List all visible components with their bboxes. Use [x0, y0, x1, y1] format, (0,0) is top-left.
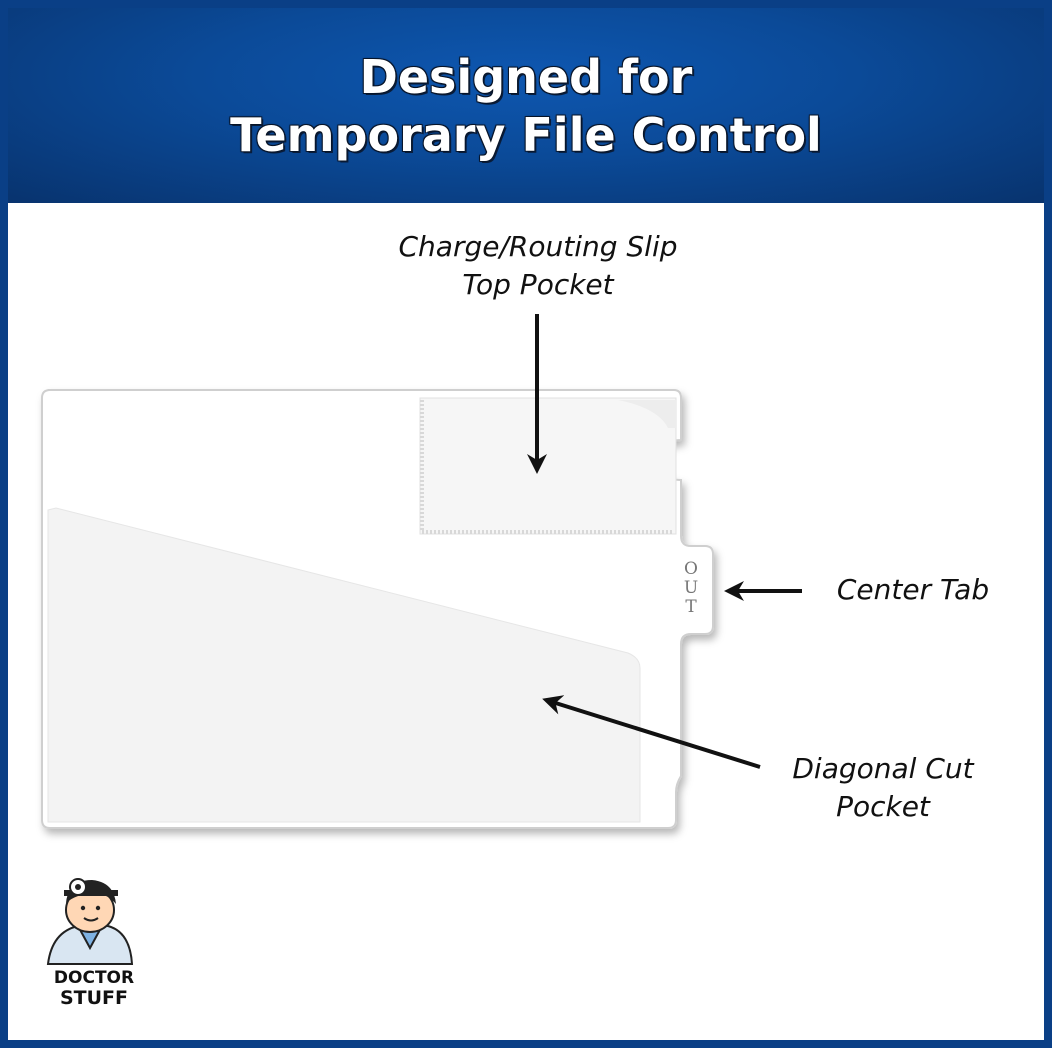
tab-letter-t: T: [685, 597, 697, 617]
diagonal-pocket: [47, 507, 641, 823]
out-guide-illustration: O U T: [41, 314, 802, 965]
header-banner: Designed for Temporary File Control: [8, 8, 1044, 203]
arrow-diagonal-pocket: [542, 695, 761, 769]
title-line-2: Temporary File Control: [230, 108, 822, 162]
page-title: Designed for Temporary File Control: [8, 48, 1044, 164]
callout-diagonal-line-2: Pocket: [836, 790, 930, 823]
callout-center-tab: Center Tab: [808, 571, 1018, 609]
callout-diagonal-line-1: Diagonal Cut: [792, 752, 974, 785]
callout-center-tab-text: Center Tab: [836, 573, 990, 606]
callout-top-pocket-line-1: Charge/Routing Slip: [398, 230, 678, 263]
logo-line-2: STUFF: [59, 987, 129, 1009]
callout-top-pocket-line-2: Top Pocket: [462, 268, 614, 301]
logo-line-1: DOCTOR: [53, 968, 135, 988]
title-line-1: Designed for: [359, 50, 693, 104]
callout-top-pocket: Charge/Routing Slip Top Pocket: [338, 228, 738, 304]
tab-letter-o: O: [684, 559, 698, 579]
callout-diagonal-pocket: Diagonal Cut Pocket: [768, 750, 998, 826]
doctor-stuff-logo-icon: [46, 878, 134, 965]
tab-letter-u: U: [684, 578, 698, 598]
top-pocket: [419, 397, 677, 535]
doctor-stuff-logo: DOCTOR STUFF: [44, 868, 144, 1018]
